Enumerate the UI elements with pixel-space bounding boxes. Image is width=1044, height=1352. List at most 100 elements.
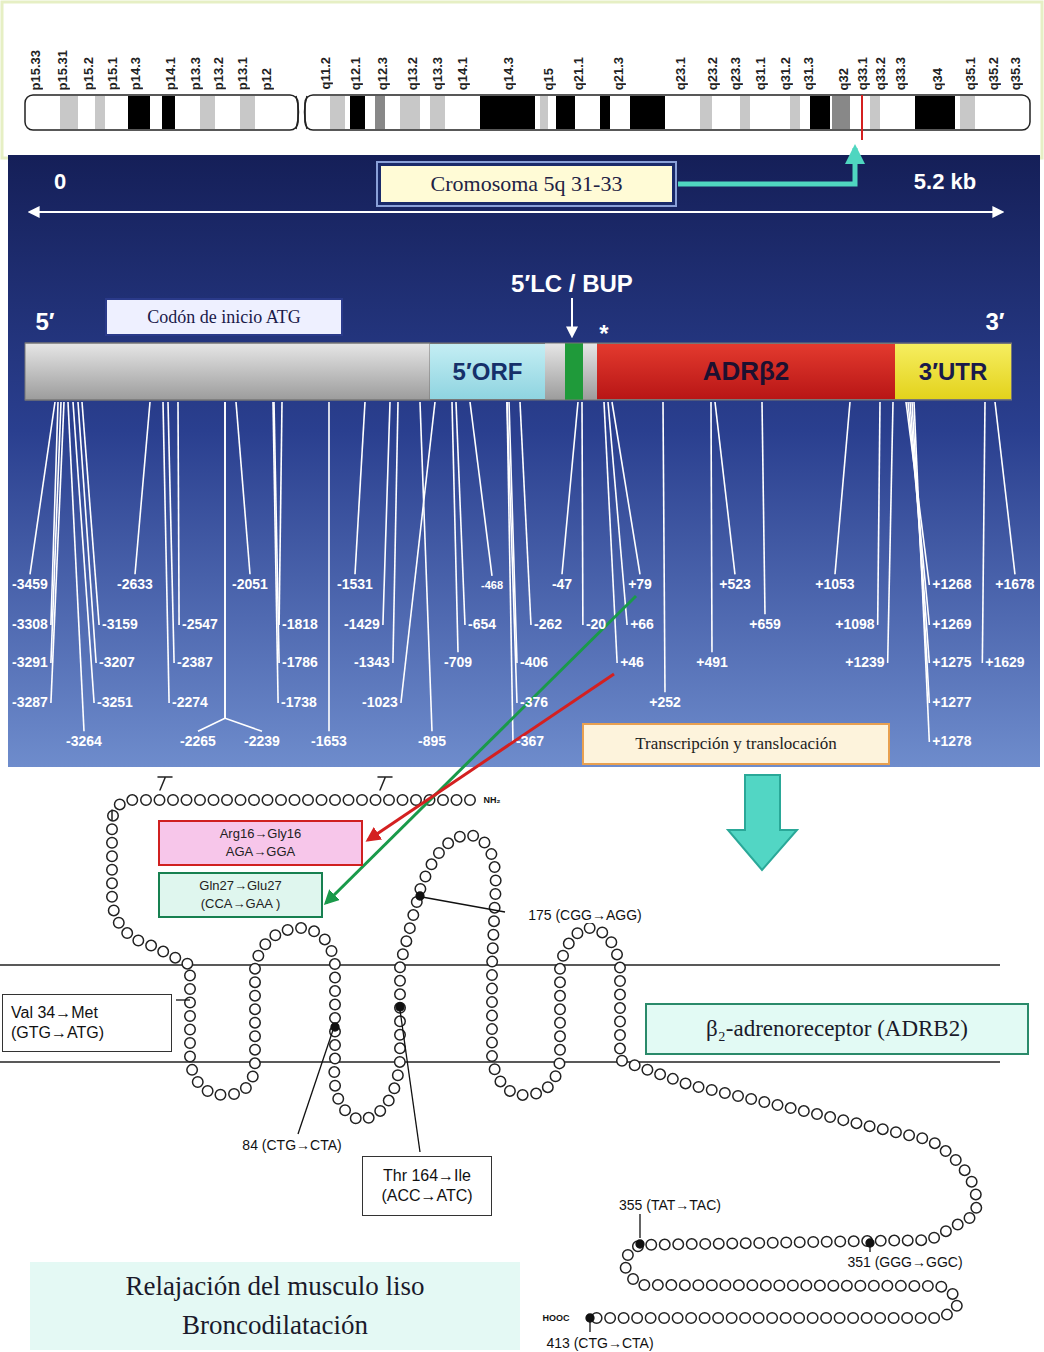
leader-line — [878, 402, 880, 625]
leader-line — [236, 402, 250, 574]
position-label: -2239 — [244, 734, 280, 749]
position-label: -3308 — [12, 617, 48, 632]
variant-label: 355 (TAT→TAC) — [617, 1197, 723, 1213]
position-label: +1278 — [932, 734, 971, 749]
position-label: -1343 — [354, 655, 390, 670]
leader-line — [328, 402, 330, 731]
leader-line — [581, 402, 583, 625]
snp-arrow-red — [368, 674, 614, 840]
leader-line — [168, 402, 174, 663]
band-label: q23.3 — [729, 57, 742, 90]
band-label: p15.2 — [82, 57, 95, 90]
position-label: -654 — [468, 617, 496, 632]
leader-line — [178, 402, 179, 625]
position-label: -1531 — [337, 577, 373, 592]
strand-end-label: 3′ — [985, 308, 1004, 336]
terminus-label: NH₂ — [483, 795, 502, 805]
variant-label: 84 (CTG→CTA) — [240, 1137, 343, 1153]
leader-line — [420, 402, 432, 731]
band-label: q15 — [542, 68, 555, 90]
box-text: Val 34→Met — [11, 1003, 98, 1023]
leader-line — [73, 402, 94, 703]
gene-segment: 5′ORF — [430, 343, 545, 400]
band-label: q34 — [931, 68, 944, 90]
position-label: -3291 — [12, 655, 48, 670]
scale-label: 5.2 kb — [914, 169, 976, 195]
position-label: +1239 — [845, 655, 884, 670]
band-label: q14.1 — [456, 57, 469, 90]
process-box: Transcripción y translocación — [582, 723, 890, 765]
band-label: q33.3 — [894, 57, 907, 90]
leader-line — [888, 402, 893, 663]
position-label: +1268 — [932, 577, 971, 592]
leader-line — [612, 402, 640, 574]
band-label: q33.1 — [856, 57, 869, 90]
box-text: (ACC→ATC) — [381, 1186, 472, 1206]
position-label: +66 — [630, 617, 654, 632]
box-text: (GTG→ATG) — [11, 1023, 104, 1043]
position-label: +659 — [749, 617, 781, 632]
band-label: p14.1 — [164, 57, 177, 90]
position-label: +1098 — [835, 617, 874, 632]
box-text: Broncodilatación — [182, 1306, 368, 1345]
position-label: +46 — [620, 655, 644, 670]
box-text: β₂-adrenoreceptor (ADRB2) — [706, 1016, 968, 1042]
gene-panel — [8, 155, 1040, 767]
translation-arrow — [728, 775, 797, 870]
box-text: Thr 164→Ile — [383, 1166, 471, 1186]
position-label: -895 — [418, 734, 446, 749]
position-label: -3287 — [12, 695, 48, 710]
band-label: q31.3 — [802, 57, 815, 90]
band-label: p14.3 — [129, 57, 142, 90]
position-label: -3264 — [66, 734, 102, 749]
box-text: Gln27→Glu27 — [199, 877, 281, 895]
band-label: q13.2 — [406, 57, 419, 90]
band-label: q12.3 — [376, 57, 389, 90]
position-label: +252 — [649, 695, 681, 710]
variant-box: Arg16→Gly16AGA→GGA — [158, 820, 363, 866]
band-label: q33.2 — [874, 57, 887, 90]
variant-box: Val 34→Met(GTG→ATG) — [2, 994, 172, 1052]
position-label: -1818 — [282, 617, 318, 632]
leader-line — [982, 402, 985, 663]
leader-line — [51, 402, 64, 703]
leader-line — [163, 402, 169, 703]
position-label: -2274 — [172, 695, 208, 710]
position-label: -3459 — [12, 577, 48, 592]
band-label: q21.1 — [572, 57, 585, 90]
band-label: q35.1 — [964, 57, 977, 90]
position-label: +1678 — [995, 577, 1034, 592]
leader-line — [995, 402, 1015, 574]
gene-segment: ADRβ2 — [597, 343, 895, 400]
chromosome-ideogram — [25, 95, 1030, 140]
variant-label: 351 (GGG→GGC) — [845, 1254, 964, 1270]
position-label: -2265 — [180, 734, 216, 749]
variant-label: 413 (CTG→CTA) — [544, 1335, 655, 1351]
band-label: q13.3 — [431, 57, 444, 90]
leader-line — [273, 402, 278, 703]
band-label: q11.2 — [319, 57, 332, 90]
position-label: -2051 — [232, 577, 268, 592]
top-frame — [2, 2, 1042, 158]
receptor-title-box: β₂-adrenoreceptor (ADRB2) — [645, 1003, 1029, 1055]
position-label: -376 — [520, 695, 548, 710]
band-label: p13.1 — [236, 57, 249, 90]
position-label: -3159 — [102, 617, 138, 632]
leader-line — [762, 402, 765, 614]
band-label: q23.2 — [706, 57, 719, 90]
pointer-arrow — [571, 298, 573, 336]
position-label: -20 — [586, 617, 606, 632]
band-label: q12.1 — [349, 57, 362, 90]
box-text: 3′UTR — [919, 358, 987, 386]
gene-bar — [25, 343, 1012, 400]
leader-line — [198, 402, 225, 731]
leader-line — [507, 402, 513, 742]
variant-box: Thr 164→Ile(ACC→ATC) — [362, 1156, 492, 1216]
locus-arrow — [678, 148, 855, 184]
position-label: +1629 — [985, 655, 1024, 670]
leader-line — [562, 402, 578, 574]
position-label: +523 — [719, 577, 751, 592]
band-label: q23.1 — [674, 57, 687, 90]
position-label: +79 — [628, 577, 652, 592]
leader-line — [78, 402, 96, 663]
